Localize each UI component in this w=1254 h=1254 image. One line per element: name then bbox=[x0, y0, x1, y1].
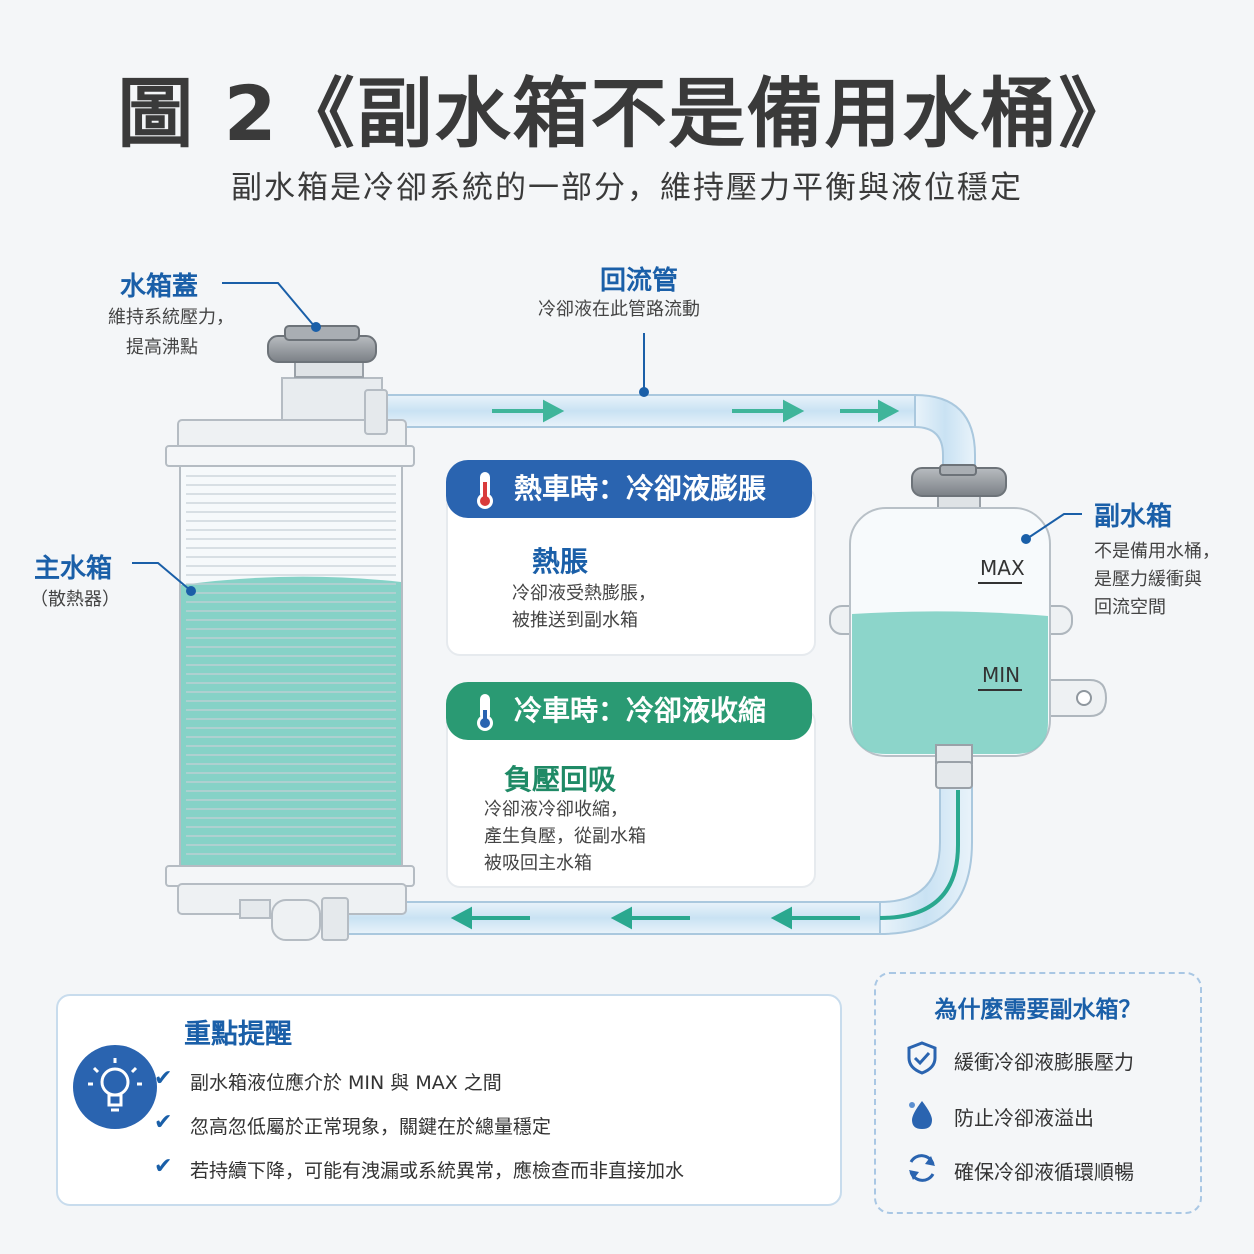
tips-title: 重點提醒 bbox=[184, 1019, 292, 1050]
why-item-2: 防止冷卻液溢出 bbox=[909, 1101, 1094, 1131]
main-radiator bbox=[165, 377, 415, 941]
lightbulb-icon bbox=[73, 1045, 157, 1129]
hot-banner-text: 熱車時：冷卻液膨脹 bbox=[514, 472, 767, 505]
cap-label: 水箱蓋 bbox=[120, 272, 199, 302]
refresh-icon bbox=[909, 1154, 935, 1182]
max-mark: MAX bbox=[980, 556, 1025, 580]
reservoir-desc-line1: 不是備用水桶， bbox=[1094, 541, 1220, 562]
cold-line3: 被吸回主水箱 bbox=[484, 853, 592, 874]
why-title: 為什麼需要副水箱？ bbox=[934, 997, 1142, 1023]
tip-item-3: ✔ 若持續下降，可能有洩漏或系統異常，應檢查而非直接加水 bbox=[154, 1154, 685, 1183]
page-title: 圖 2《副水箱不是備用水桶》 bbox=[117, 69, 1137, 158]
main-radiator-desc: （散熱器） bbox=[30, 589, 120, 610]
tip-item-2: ✔ 忽高忽低屬於正常現象，關鍵在於總量穩定 bbox=[154, 1110, 552, 1139]
shield-check-icon bbox=[907, 1041, 937, 1075]
pipe-desc: 冷卻液在此管路流動 bbox=[538, 299, 700, 320]
cold-banner: 冷車時：冷卻液收縮 bbox=[446, 682, 812, 740]
flow-arrows-top bbox=[492, 399, 900, 423]
cap-desc-line1: 維持系統壓力， bbox=[108, 307, 234, 328]
tip-item-1: ✔ 副水箱液位應介於 MIN 與 MAX 之間 bbox=[154, 1066, 502, 1095]
thermometer-cold-icon bbox=[477, 694, 493, 731]
why-text-3: 確保冷卻液循環順暢 bbox=[954, 1160, 1134, 1184]
why-text-1: 緩衝冷卻液膨脹壓力 bbox=[954, 1050, 1134, 1074]
cap-desc-line2: 提高沸點 bbox=[126, 337, 198, 358]
hot-banner: 熱車時：冷卻液膨脹 bbox=[446, 460, 812, 518]
flow-arrows-bottom bbox=[450, 906, 860, 930]
return-pipe-top bbox=[384, 393, 976, 471]
check-icon: ✔ bbox=[154, 1154, 173, 1179]
why-item-1: 緩衝冷卻液膨脹壓力 bbox=[907, 1041, 1134, 1075]
tip-text-2: 忽高忽低屬於正常現象，關鍵在於總量穩定 bbox=[190, 1116, 552, 1138]
return-pipe-bottom bbox=[339, 784, 973, 936]
cold-banner-text: 冷車時：冷卻液收縮 bbox=[514, 694, 767, 727]
pipe-label: 回流管 bbox=[600, 266, 679, 296]
why-item-3: 確保冷卻液循環順暢 bbox=[909, 1154, 1134, 1185]
why-text-2: 防止冷卻液溢出 bbox=[954, 1106, 1094, 1130]
cold-line1: 冷卻液冷卻收縮， bbox=[484, 799, 628, 820]
tip-text-1: 副水箱液位應介於 MIN 與 MAX 之間 bbox=[190, 1072, 502, 1094]
thermometer-hot-icon bbox=[477, 472, 493, 509]
min-mark: MIN bbox=[982, 663, 1021, 687]
reservoir-tank bbox=[829, 464, 1108, 789]
leader-lines bbox=[132, 282, 1082, 596]
cold-line2: 產生負壓，從副水箱 bbox=[484, 826, 646, 847]
droplet-icon bbox=[909, 1101, 932, 1129]
hot-heading: 熱脹 bbox=[532, 545, 589, 578]
main-radiator-label: 主水箱 bbox=[34, 554, 113, 584]
reservoir-desc-line2: 是壓力緩衝與 bbox=[1094, 569, 1202, 590]
hot-line1: 冷卻液受熱膨脹， bbox=[512, 583, 656, 604]
radiator-cap bbox=[267, 325, 377, 378]
check-icon: ✔ bbox=[154, 1066, 173, 1091]
why-reservoir-box: 為什麼需要副水箱？ 緩衝冷卻液膨脹壓力 防止冷卻液溢出 確保冷卻液循環順暢 bbox=[874, 972, 1202, 1214]
hot-line2: 被推送到副水箱 bbox=[512, 610, 638, 631]
check-icon: ✔ bbox=[154, 1110, 173, 1135]
tip-text-3: 若持續下降，可能有洩漏或系統異常，應檢查而非直接加水 bbox=[190, 1160, 685, 1182]
cold-heading: 負壓回吸 bbox=[504, 763, 617, 796]
key-tips-box: 重點提醒 ✔ 副水箱液位應介於 MIN 與 MAX 之間 ✔ 忽高忽低屬於正常現… bbox=[56, 994, 842, 1206]
reservoir-label: 副水箱 bbox=[1094, 502, 1173, 532]
reservoir-desc-line3: 回流空間 bbox=[1094, 597, 1166, 618]
page-subtitle: 副水箱是冷卻系統的一部分，維持壓力平衡與液位穩定 bbox=[231, 170, 1023, 206]
